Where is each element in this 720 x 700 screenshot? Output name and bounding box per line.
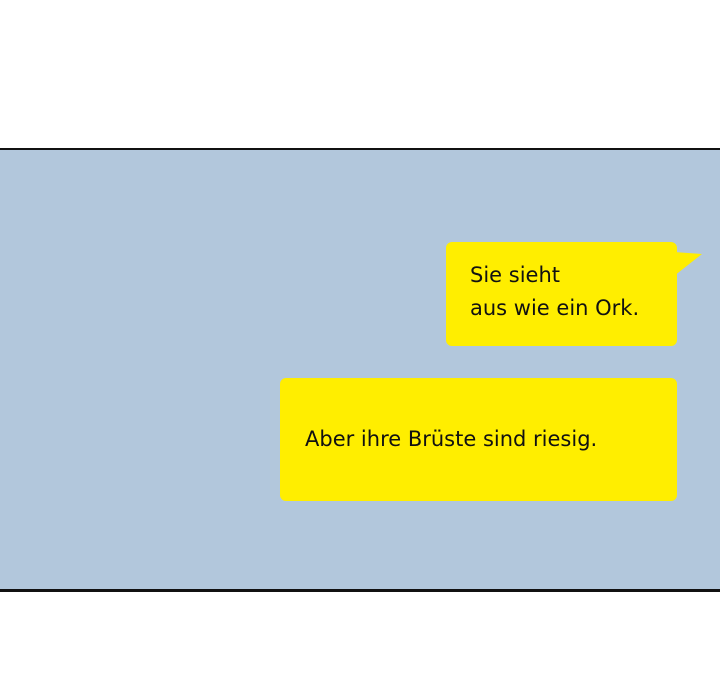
bubble-1-line-1: Sie sieht [470, 263, 560, 287]
bubble-2-line-1: Aber ihre Brüste sind riesig. [305, 427, 598, 451]
bubble-1-line-2: aus wie ein Ork. [470, 296, 640, 320]
comic-panel: Sie sieht aus wie ein Ork. Aber ihre Brü… [0, 148, 720, 592]
speech-bubble-2: Aber ihre Brüste sind riesig. [280, 378, 677, 501]
speech-bubble-1: Sie sieht aus wie ein Ork. [446, 242, 702, 346]
bubble-tail-icon [674, 252, 702, 276]
